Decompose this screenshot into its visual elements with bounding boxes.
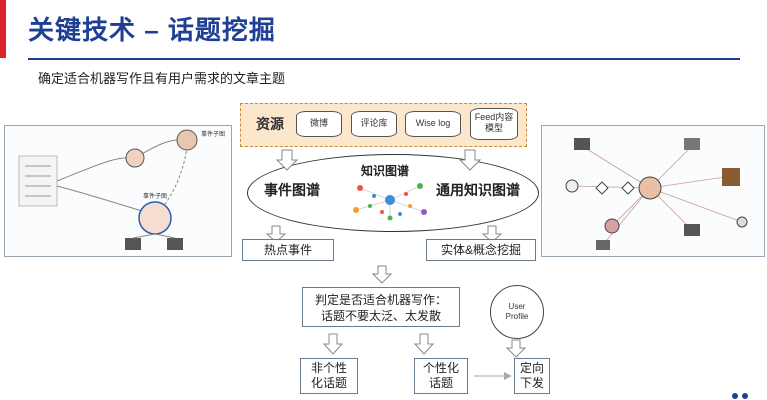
resource-feed-model: Feed内容模型 bbox=[470, 108, 518, 140]
resource-wise-log: Wise log bbox=[405, 111, 461, 137]
entity-concept-label: 实体&概念挖掘 bbox=[440, 243, 521, 257]
title-accent-bar bbox=[0, 0, 6, 58]
event-graph-image: 事件子图 事件子图 bbox=[4, 125, 232, 257]
general-graph-label: 通用知识图谱 bbox=[436, 182, 520, 198]
non-personalized-label: 非个性化话题 bbox=[310, 361, 347, 390]
page-subtitle: 确定适合机器写作且有用户需求的文章主题 bbox=[38, 71, 286, 86]
knowledge-graph-label: 知识图谱 bbox=[361, 164, 410, 178]
left-graph-label-1: 事件子图 bbox=[201, 130, 225, 138]
decision-box: 判定是否适合机器写作： 话题不要太泛、太发散 bbox=[302, 287, 460, 327]
resources-label: 资源 bbox=[256, 116, 284, 132]
decision-line-1: 判定是否适合机器写作： bbox=[314, 293, 447, 307]
targeted-delivery-label: 定向下发 bbox=[519, 361, 544, 390]
resource-weibo: 微博 bbox=[296, 111, 342, 137]
entity-concept-box: 实体&概念挖掘 bbox=[426, 239, 536, 261]
knowledge-graph-illustration bbox=[565, 138, 748, 250]
non-personalized-box: 非个性化话题 bbox=[300, 358, 358, 394]
resource-comment-db: 评论库 bbox=[351, 111, 397, 137]
personalized-label: 个性化话题 bbox=[423, 361, 460, 390]
hot-events-label: 热点事件 bbox=[263, 243, 312, 257]
graphs-ellipse bbox=[247, 154, 539, 232]
user-profile-circle: User Profile bbox=[490, 285, 544, 339]
targeted-delivery-box: 定向下发 bbox=[514, 358, 550, 394]
page-title: 关键技术 – 话题挖掘 bbox=[28, 15, 276, 45]
event-graph-label: 事件图谱 bbox=[264, 182, 320, 198]
left-graph-label-2: 事件子图 bbox=[143, 192, 167, 200]
hot-events-box: 热点事件 bbox=[242, 239, 334, 261]
personalized-box: 个性化话题 bbox=[414, 358, 468, 394]
title-divider bbox=[28, 58, 740, 60]
decision-line-2: 话题不要太泛、太发散 bbox=[320, 309, 441, 323]
knowledge-graph-cloud bbox=[353, 183, 427, 221]
user-profile-label: User Profile bbox=[505, 302, 529, 321]
event-graph-illustration: 事件子图 事件子图 bbox=[18, 129, 225, 250]
knowledge-graph-image bbox=[541, 125, 765, 257]
